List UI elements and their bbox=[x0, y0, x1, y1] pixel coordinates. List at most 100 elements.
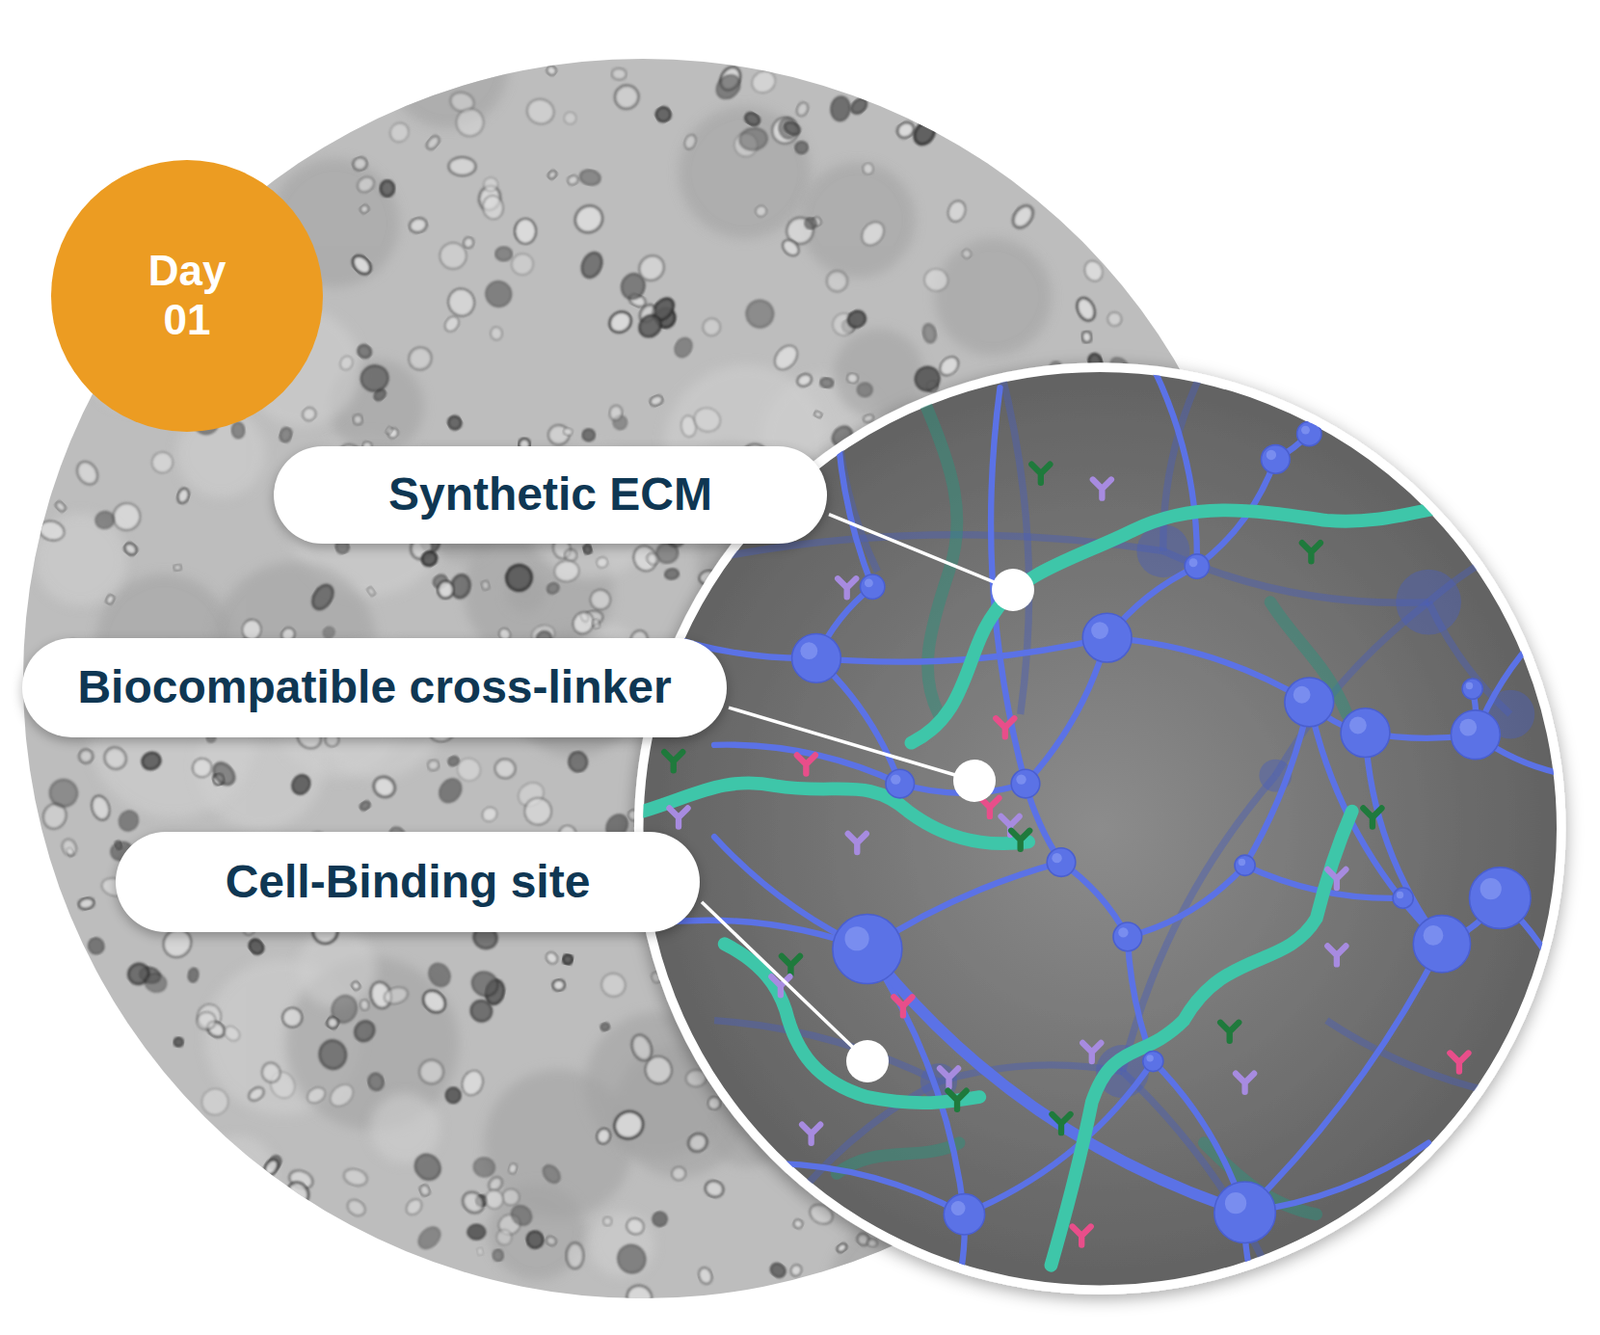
polymer-strand bbox=[775, 1163, 965, 1215]
node-highlight bbox=[1293, 686, 1311, 704]
node-highlight bbox=[1015, 773, 1026, 784]
cross-link-node bbox=[1011, 769, 1040, 799]
cell bbox=[188, 754, 215, 781]
cell bbox=[324, 1014, 341, 1031]
cell bbox=[402, 1196, 425, 1218]
cross-link-node bbox=[1413, 915, 1470, 973]
polymer-strand bbox=[1127, 865, 1246, 937]
cross-link-node bbox=[943, 1194, 985, 1235]
node-highlight bbox=[844, 926, 869, 951]
cell bbox=[458, 1067, 486, 1098]
cell bbox=[176, 486, 191, 505]
node-highlight bbox=[1225, 1192, 1247, 1214]
ecm-chain bbox=[910, 500, 1490, 744]
cell bbox=[634, 250, 669, 286]
cell bbox=[671, 335, 695, 361]
cell bbox=[53, 500, 68, 514]
cell bbox=[149, 449, 177, 476]
polymer-strand bbox=[867, 949, 1246, 1213]
binding-site-mark bbox=[1449, 1053, 1468, 1072]
binding-site-mark bbox=[1327, 869, 1346, 888]
cross-link-node bbox=[1284, 677, 1334, 727]
background-strand bbox=[1122, 775, 1277, 1072]
cell bbox=[653, 105, 673, 125]
cell bbox=[866, 1238, 878, 1248]
cell bbox=[582, 428, 596, 442]
cell bbox=[308, 581, 337, 613]
cell bbox=[472, 1156, 497, 1179]
cell bbox=[351, 155, 370, 172]
node-highlight bbox=[1118, 927, 1128, 937]
cell bbox=[835, 1242, 849, 1254]
cell bbox=[1081, 331, 1093, 344]
texture-patch bbox=[387, 7, 508, 129]
background-chain bbox=[918, 387, 958, 715]
cell bbox=[187, 967, 200, 984]
cell bbox=[113, 839, 123, 850]
cell bbox=[93, 509, 116, 531]
cell bbox=[173, 563, 183, 571]
cell bbox=[703, 1178, 726, 1200]
cell bbox=[624, 1282, 655, 1312]
node-highlight bbox=[1238, 858, 1246, 866]
binding-site-mark bbox=[948, 1091, 967, 1110]
cell bbox=[480, 276, 517, 313]
node-highlight bbox=[951, 1200, 966, 1216]
cell bbox=[795, 101, 810, 118]
cell bbox=[598, 970, 629, 1000]
cross-link-node bbox=[1261, 445, 1291, 475]
cell bbox=[194, 1010, 218, 1033]
cell bbox=[545, 64, 559, 78]
cell bbox=[231, 422, 245, 439]
cell bbox=[696, 1265, 715, 1285]
cell bbox=[492, 1249, 504, 1262]
node-highlight bbox=[1051, 853, 1062, 863]
cell bbox=[173, 1037, 185, 1047]
texture-patch bbox=[370, 1093, 441, 1164]
cell bbox=[458, 1188, 488, 1218]
texture-patch bbox=[34, 512, 128, 606]
background-strand bbox=[1163, 551, 1429, 604]
cell bbox=[417, 1058, 446, 1087]
cell bbox=[857, 217, 889, 250]
cell bbox=[945, 198, 969, 224]
cell bbox=[384, 426, 394, 436]
cell bbox=[788, 1262, 803, 1279]
cell bbox=[595, 556, 610, 570]
cross-link-node bbox=[1082, 613, 1132, 663]
cross-link-node bbox=[1297, 421, 1322, 446]
cell bbox=[813, 410, 824, 420]
cell bbox=[466, 996, 496, 1026]
cell bbox=[325, 1080, 357, 1112]
cell bbox=[407, 215, 429, 235]
cell bbox=[366, 586, 377, 597]
cell bbox=[792, 1218, 804, 1230]
pointer-dot bbox=[991, 568, 1035, 612]
cross-link-node bbox=[1450, 710, 1500, 760]
binding-site-mark bbox=[1082, 1042, 1101, 1062]
polymer-strand bbox=[1245, 701, 1310, 865]
cell bbox=[462, 236, 476, 250]
cell bbox=[767, 112, 803, 149]
cross-link-node bbox=[832, 914, 903, 985]
cell bbox=[552, 979, 566, 992]
cell bbox=[1073, 294, 1098, 323]
cell bbox=[419, 986, 451, 1016]
cell bbox=[587, 586, 614, 614]
polymer-strand bbox=[963, 1061, 1153, 1215]
cross-link-node bbox=[885, 769, 915, 799]
cell bbox=[579, 168, 602, 187]
cell bbox=[382, 984, 410, 1007]
cross-link-node bbox=[1234, 854, 1255, 876]
texture-patch bbox=[800, 161, 916, 278]
cell bbox=[563, 111, 578, 126]
binding-site-mark bbox=[893, 996, 912, 1015]
cell bbox=[747, 67, 779, 98]
cell bbox=[628, 1032, 655, 1064]
cell bbox=[610, 80, 643, 114]
cell bbox=[582, 543, 592, 555]
cell bbox=[546, 169, 558, 181]
node-highlight bbox=[1480, 878, 1502, 900]
cell bbox=[338, 353, 355, 372]
cell bbox=[794, 140, 809, 156]
